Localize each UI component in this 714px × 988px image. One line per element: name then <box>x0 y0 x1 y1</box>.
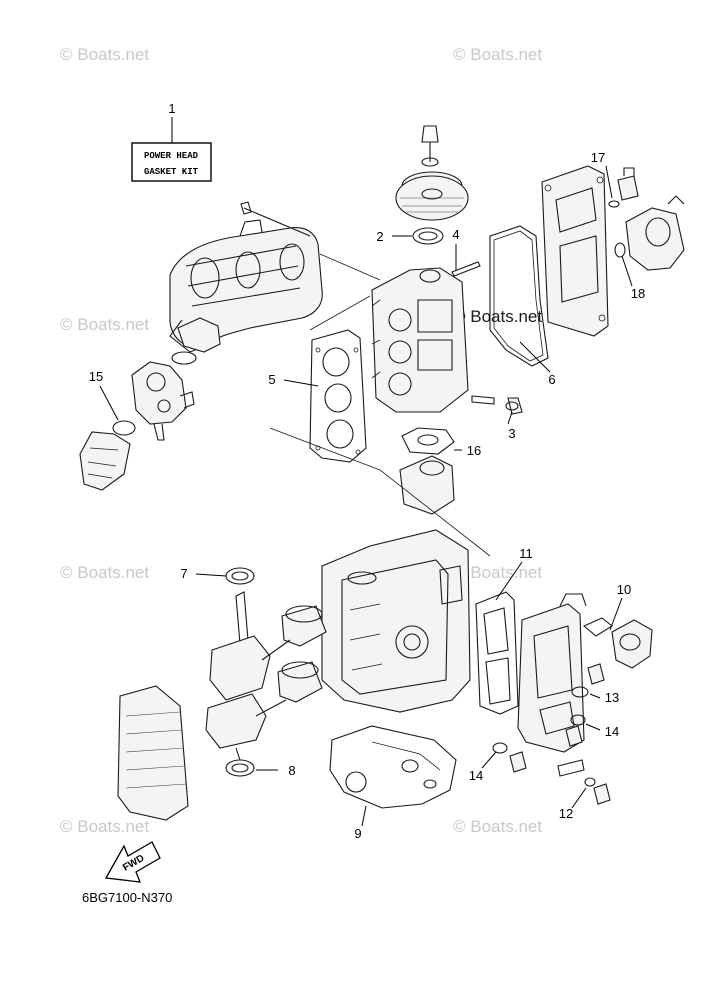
head-gasket-5 <box>309 329 367 463</box>
callout-8: 8 <box>288 763 295 778</box>
cylinder-head <box>371 267 469 413</box>
bolt-12 <box>557 759 585 777</box>
callout-12: 12 <box>559 806 573 821</box>
label-line-1: POWER HEAD <box>144 151 199 161</box>
o-ring-14b <box>492 742 508 754</box>
gasket-11 <box>475 591 519 715</box>
watermark-8: © Boats.net <box>453 817 542 836</box>
o-ring-13 <box>571 686 589 698</box>
o-ring-12 <box>584 777 596 787</box>
callout-5: 5 <box>268 372 275 387</box>
long-bolt <box>240 201 311 237</box>
watermark-1: © Boats.net <box>60 45 149 64</box>
bolt-guide-line <box>319 253 381 281</box>
label-box-frame <box>131 142 212 182</box>
callout-15: 15 <box>89 369 103 384</box>
oil-seal-2 <box>412 227 444 245</box>
o-ring-17 <box>608 200 620 208</box>
oil-seal-2-inner <box>418 231 438 241</box>
o-ring-14a <box>570 714 586 726</box>
o-ring-15 <box>112 420 136 436</box>
cylinder-block <box>321 529 471 713</box>
fitting-17 <box>617 167 639 201</box>
callout-11: 11 <box>519 546 533 561</box>
fuel-pump <box>625 195 685 271</box>
diagram-code: 6BG7100-N370 <box>82 890 172 905</box>
callout-16: 16 <box>467 443 481 458</box>
label-line-2: GASKET KIT <box>144 167 199 177</box>
plug-3 <box>507 397 523 415</box>
dowel-pin-4 <box>451 261 481 277</box>
o-ring-18 <box>614 242 626 258</box>
left-pump-assembly <box>131 361 195 441</box>
watermark-6: © Boats.net <box>453 563 542 582</box>
relation-line-2 <box>309 295 371 331</box>
callout-18: 18 <box>631 286 645 301</box>
callout-14-right: 14 <box>605 724 619 739</box>
thermostat-housing-10 <box>611 619 653 669</box>
leader-lines <box>99 117 633 827</box>
callout-1: 1 <box>168 101 175 116</box>
gasket-16-hole <box>417 434 439 446</box>
water-housing <box>399 455 455 515</box>
strainer-filter <box>79 431 131 491</box>
gasket-16 <box>401 427 455 455</box>
callout-3: 3 <box>508 426 515 441</box>
cam-pulley-stack <box>395 125 469 221</box>
callout-2: 2 <box>376 229 383 244</box>
watermark-7: © Boats.net <box>60 817 149 836</box>
callout-9: 9 <box>354 826 361 841</box>
callout-17: 17 <box>591 150 605 165</box>
watermark-3: © Boats.net <box>60 315 149 334</box>
watermark-4: © Boats.net <box>453 307 542 326</box>
crankshaft-pistons <box>205 591 327 761</box>
watermark-2: © Boats.net <box>453 45 542 64</box>
callout-10: 10 <box>617 582 631 597</box>
callout-4: 4 <box>452 227 459 242</box>
watermark-5: © Boats.net <box>60 563 149 582</box>
oil-seal-7-inner <box>231 571 249 581</box>
cover-gasket-6 <box>489 225 549 367</box>
intake-silencer <box>117 685 189 821</box>
anode-13 <box>587 663 605 685</box>
callout-numbers: 1 2 3 4 5 6 7 8 9 10 11 12 13 14 14 15 1… <box>89 101 645 841</box>
plug-12 <box>593 783 611 805</box>
watermarks: © Boats.net © Boats.net © Boats.net © Bo… <box>60 45 542 836</box>
oil-seal-8 <box>225 759 255 777</box>
callout-7: 7 <box>180 566 187 581</box>
gasket-kit-label: POWER HEAD GASKET KIT <box>131 142 212 182</box>
exhaust-cover <box>517 593 587 753</box>
manifold-elbow <box>171 317 221 365</box>
gasket-9 <box>329 725 457 809</box>
fwd-arrow-icon: FWD <box>104 841 161 883</box>
plug-upper <box>565 725 583 747</box>
washer-3 <box>505 401 519 411</box>
plug-lower <box>509 751 527 773</box>
callout-6: 6 <box>548 372 555 387</box>
cover-gasket-6-inner <box>493 230 544 362</box>
relation-line-1 <box>269 427 491 557</box>
callout-13: 13 <box>605 690 619 705</box>
small-bolt <box>471 395 495 405</box>
head-cover-plate <box>541 165 609 337</box>
oil-seal-8-inner <box>231 763 249 773</box>
oil-seal-7 <box>225 567 255 585</box>
gasket-10 <box>582 617 613 637</box>
callout-14-left: 14 <box>469 768 483 783</box>
